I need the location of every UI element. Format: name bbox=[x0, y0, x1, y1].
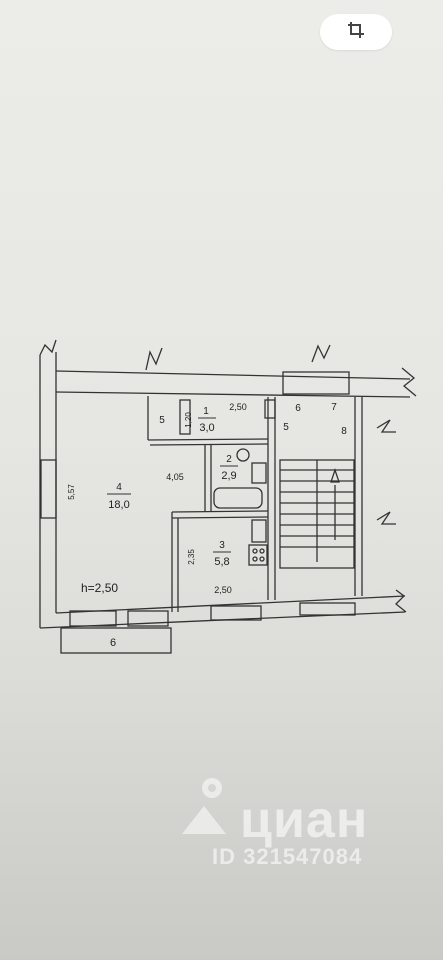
stair-label-5: 5 bbox=[283, 422, 289, 433]
dim-corridor-depth: 1,20 bbox=[184, 412, 193, 428]
watermark-brand: циан bbox=[240, 791, 369, 849]
room-2-number: 2 bbox=[226, 454, 232, 465]
watermark-id: ID 321547084 bbox=[212, 844, 363, 869]
crop-icon bbox=[347, 21, 365, 44]
crop-button[interactable] bbox=[320, 14, 392, 50]
room-1-area: 3,0 bbox=[199, 422, 214, 434]
dim-room4-width: 4,05 bbox=[166, 472, 184, 482]
dim-balcony: 6 bbox=[110, 637, 116, 649]
stair-label-8: 8 bbox=[341, 426, 347, 437]
stair-label-6: 6 bbox=[295, 403, 301, 414]
room-4-number: 4 bbox=[116, 482, 122, 493]
dim-room3-depth: 2,35 bbox=[187, 549, 196, 565]
location-pin-icon bbox=[178, 770, 238, 840]
dim-top-width: 2,50 bbox=[229, 402, 247, 412]
room-2-area: 2,9 bbox=[221, 470, 236, 482]
dim-room4-height: 5,57 bbox=[67, 484, 76, 500]
room-3-number: 3 bbox=[219, 540, 225, 551]
stair-label-7: 7 bbox=[331, 402, 337, 413]
dim-room3-width: 2,50 bbox=[214, 585, 232, 595]
room-4-area: 18,0 bbox=[108, 499, 129, 511]
room-3-area: 5,8 bbox=[214, 556, 229, 568]
dim-ceiling: h=2,50 bbox=[81, 581, 118, 595]
dim-corridor-5: 5 bbox=[159, 415, 165, 426]
room-1-number: 1 bbox=[203, 406, 209, 417]
